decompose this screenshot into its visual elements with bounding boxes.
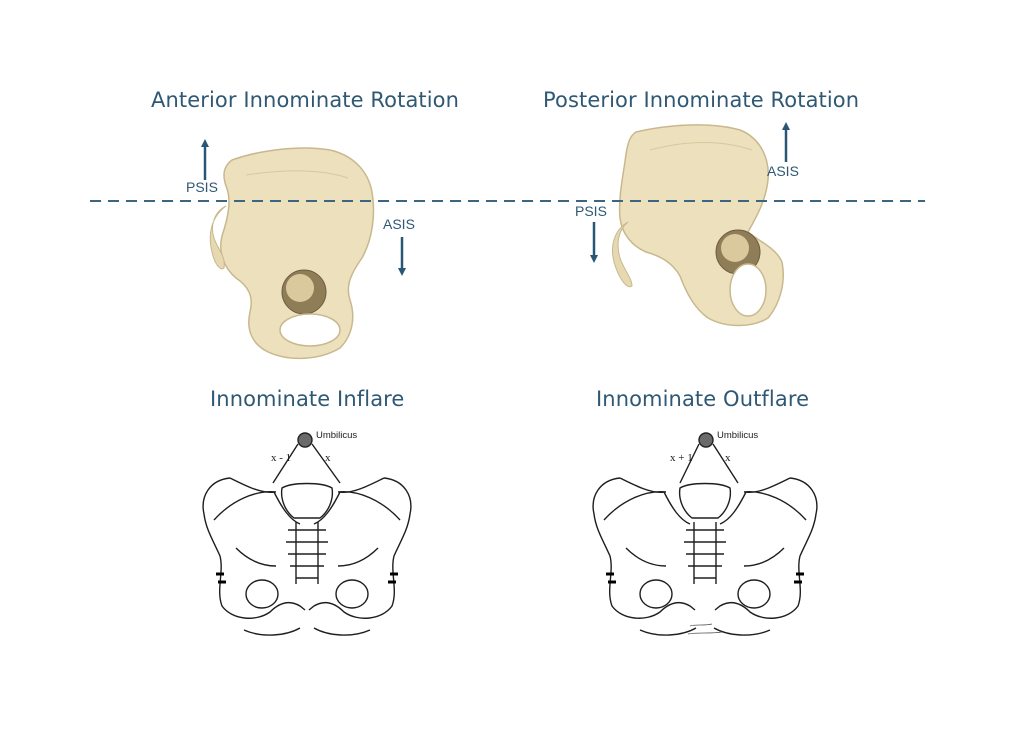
inflare-title: Innominate Inflare — [210, 387, 405, 411]
outflare-umbilicus-label: Umbilicus — [717, 430, 759, 441]
inflare-umbilicus-label: Umbilicus — [316, 430, 358, 441]
anterior-psis-label: PSIS — [186, 179, 218, 195]
posterior-asis-label: ASIS — [767, 163, 799, 179]
anterior-innominate-bone — [209, 147, 375, 360]
posterior-innominate-bone — [612, 124, 784, 327]
anterior-asis-label: ASIS — [383, 216, 415, 232]
outflare-title: Innominate Outflare — [596, 387, 810, 411]
outflare-left-distance: x + 1 — [670, 452, 693, 464]
posterior-psis-label: PSIS — [575, 203, 607, 219]
anterior-rotation-title: Anterior Innominate Rotation — [151, 88, 460, 112]
posterior-rotation-title: Posterior Innominate Rotation — [543, 88, 860, 112]
inflare-left-distance: x - 1 — [271, 452, 292, 464]
outflare-pelvis-sketch — [592, 432, 818, 636]
inflare-pelvis-sketch — [202, 432, 412, 636]
inflare-right-distance: x — [325, 452, 331, 464]
outflare-right-distance: x — [725, 452, 731, 464]
